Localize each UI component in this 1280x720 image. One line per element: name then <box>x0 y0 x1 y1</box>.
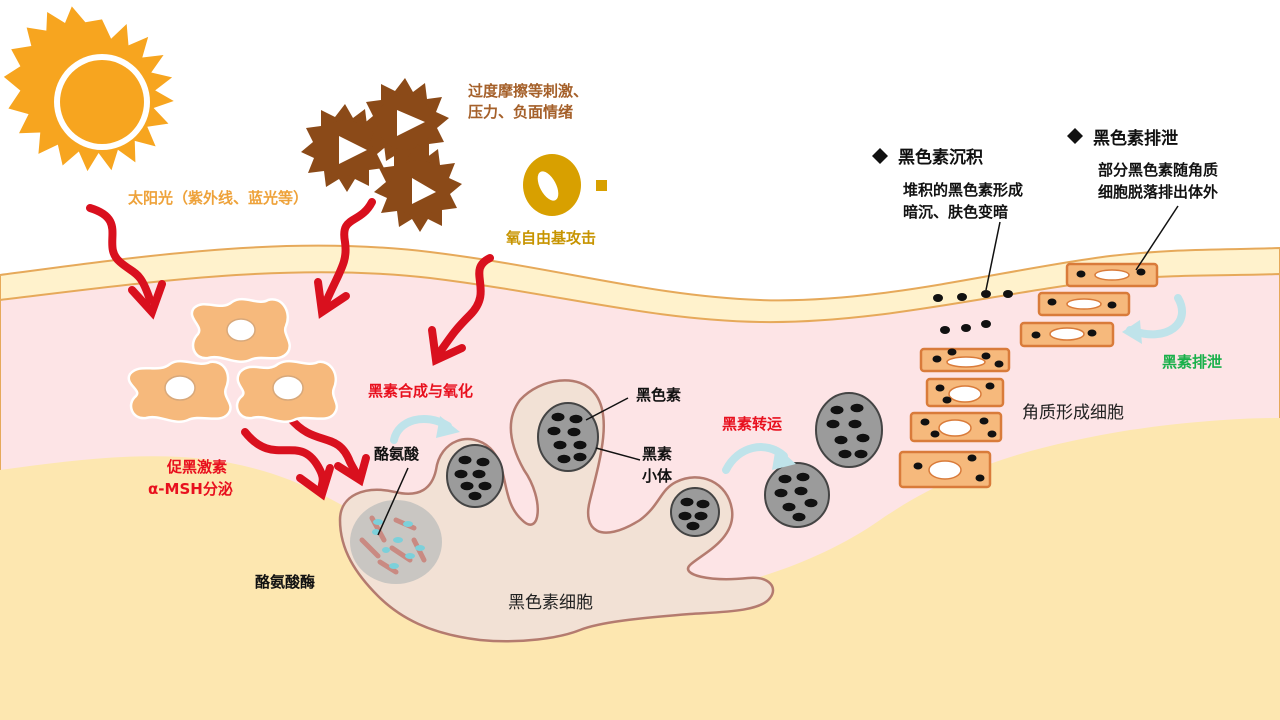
bullet-diamond-icon <box>872 148 888 164</box>
radical-arrow-icon <box>428 254 494 366</box>
dermis-layer <box>0 418 1280 720</box>
label-tyrosine: 酪氨酸 <box>374 445 420 463</box>
keratinocyte-nuclei <box>928 269 1130 480</box>
sunlight-arrow-icon <box>86 204 166 320</box>
arrows <box>86 198 494 501</box>
stress-arrow-icon <box>314 198 376 319</box>
stress-stimulus-icon <box>301 78 462 232</box>
synthesis-curve-arrow-icon <box>390 414 460 444</box>
melanosome <box>670 487 720 537</box>
label-stress-line2: 压力、负面情绪 <box>468 103 573 121</box>
free-radical-icon <box>523 154 607 216</box>
msh-arrow-1-icon <box>241 428 334 501</box>
note-deposit-line1: 堆积的黑色素形成 <box>903 181 1023 199</box>
label-melanosome-line2: 小体 <box>642 467 673 485</box>
label-stress-line1: 过度摩擦等刺激、 <box>468 82 588 100</box>
note-deposit-line2: 暗沉、肤色变暗 <box>903 203 1008 221</box>
melanosome <box>815 392 883 468</box>
transport-curve-arrow-icon <box>722 443 796 474</box>
leader-lines <box>377 205 1179 536</box>
note-excrete-line1: 部分黑色素随角质 <box>1098 161 1218 179</box>
melanin-granules <box>913 268 1146 482</box>
basal-cells <box>127 297 339 423</box>
label-excretion: 黑素排泄 <box>1162 353 1222 371</box>
note-excrete-line2: 细胞脱落排出体外 <box>1098 183 1218 201</box>
msh-arrow-2-icon <box>286 414 370 487</box>
melanosomes <box>446 392 883 537</box>
label-tyrosinase: 酪氨酸酶 <box>255 573 315 591</box>
label-melanosome-line1: 黑素 <box>642 445 672 463</box>
tyrosinase-organelle <box>350 500 442 584</box>
excretion-curve-arrow-icon <box>1122 294 1186 344</box>
label-keratinocyte: 角质形成细胞 <box>1022 403 1124 423</box>
label-msh-line2: α-MSH分泌 <box>148 480 233 498</box>
melanosome <box>764 462 830 528</box>
note-excrete-title: 黑色素排泄 <box>1093 128 1178 149</box>
bullet-diamond-icon <box>1067 128 1083 144</box>
note-deposit-title: 黑色素沉积 <box>898 147 983 168</box>
label-sunlight: 太阳光（紫外线、蓝光等） <box>128 189 308 207</box>
label-msh-line1: 促黑激素 <box>166 458 227 476</box>
label-free-radical: 氧自由基攻击 <box>505 229 596 247</box>
label-melanin: 黑色素 <box>636 386 681 404</box>
melanosome <box>446 444 504 508</box>
label-transport: 黑素转运 <box>722 415 782 433</box>
label-melanocyte: 黑色素细胞 <box>508 593 593 613</box>
label-synthesis: 黑素合成与氧化 <box>368 382 473 400</box>
melanosome <box>537 402 599 472</box>
sun-icon <box>3 6 174 172</box>
